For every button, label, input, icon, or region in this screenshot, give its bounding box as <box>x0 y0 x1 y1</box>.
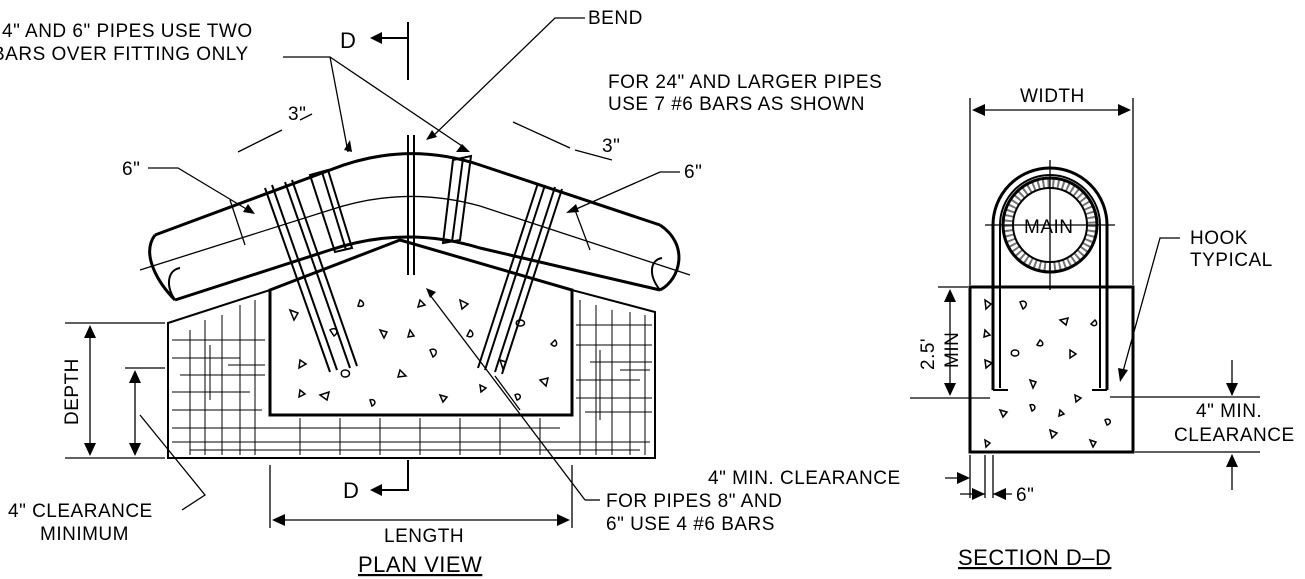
concrete-thrust-block <box>268 238 574 417</box>
dim-bottom-6: 6" <box>1016 485 1034 506</box>
min-clear-right-line2: CLEARANCE <box>1174 425 1295 446</box>
min-depth-value: 2.5' <box>918 338 939 370</box>
note-two-bars-line1: 4" AND 6" PIPES USE TWO <box>2 21 253 42</box>
depth-label: DEPTH <box>62 358 83 425</box>
min-depth-suffix: MIN <box>942 332 963 368</box>
clearance-line1: 4" CLEARANCE <box>8 501 153 522</box>
plan-view: 4" AND 6" PIPES USE TWO BARS OVER FITTIN… <box>0 8 882 577</box>
section-marker-top: D <box>340 28 356 53</box>
length-label: LENGTH <box>384 526 464 547</box>
width-label: WIDTH <box>1020 86 1085 107</box>
dim-spacing-left: 3" <box>288 104 306 125</box>
note-small-pipes-line1: FOR PIPES 8" AND <box>606 491 782 512</box>
undisturbed-soil-hatch <box>167 288 656 459</box>
bend-label: BEND <box>588 8 643 29</box>
main-pipe-section <box>985 160 1115 290</box>
clearance-line2: MINIMUM <box>40 524 129 545</box>
dim-offset-left: 6" <box>122 159 140 180</box>
dim-offset-right: 6" <box>684 162 702 183</box>
note-large-pipes-line1: FOR 24" AND LARGER PIPES <box>608 72 882 93</box>
main-label: MAIN <box>1024 217 1074 238</box>
min-clear-bottom: 4" MIN. CLEARANCE <box>708 468 901 489</box>
section-concrete-block <box>968 285 1135 454</box>
plan-leader-lines <box>65 17 680 528</box>
section-marker-bottom: D <box>343 478 359 503</box>
hook-line2: TYPICAL <box>1190 250 1273 271</box>
note-large-pipes-line2: USE 7 #6 BARS AS SHOWN <box>608 94 865 115</box>
plan-view-title: PLAN VIEW <box>358 552 482 577</box>
section-d-d: WIDTH MAIN <box>708 86 1295 570</box>
reinforcing-bars <box>264 135 563 375</box>
min-clear-right-line1: 4" MIN. <box>1196 401 1262 422</box>
section-title: SECTION D–D <box>958 545 1111 570</box>
hook-line1: HOOK <box>1190 228 1248 249</box>
note-small-pipes-line2: 6" USE 4 #6 BARS <box>606 514 775 535</box>
note-two-bars-line2: BARS OVER FITTING ONLY <box>0 44 249 65</box>
dim-spacing-right: 3" <box>602 136 620 157</box>
